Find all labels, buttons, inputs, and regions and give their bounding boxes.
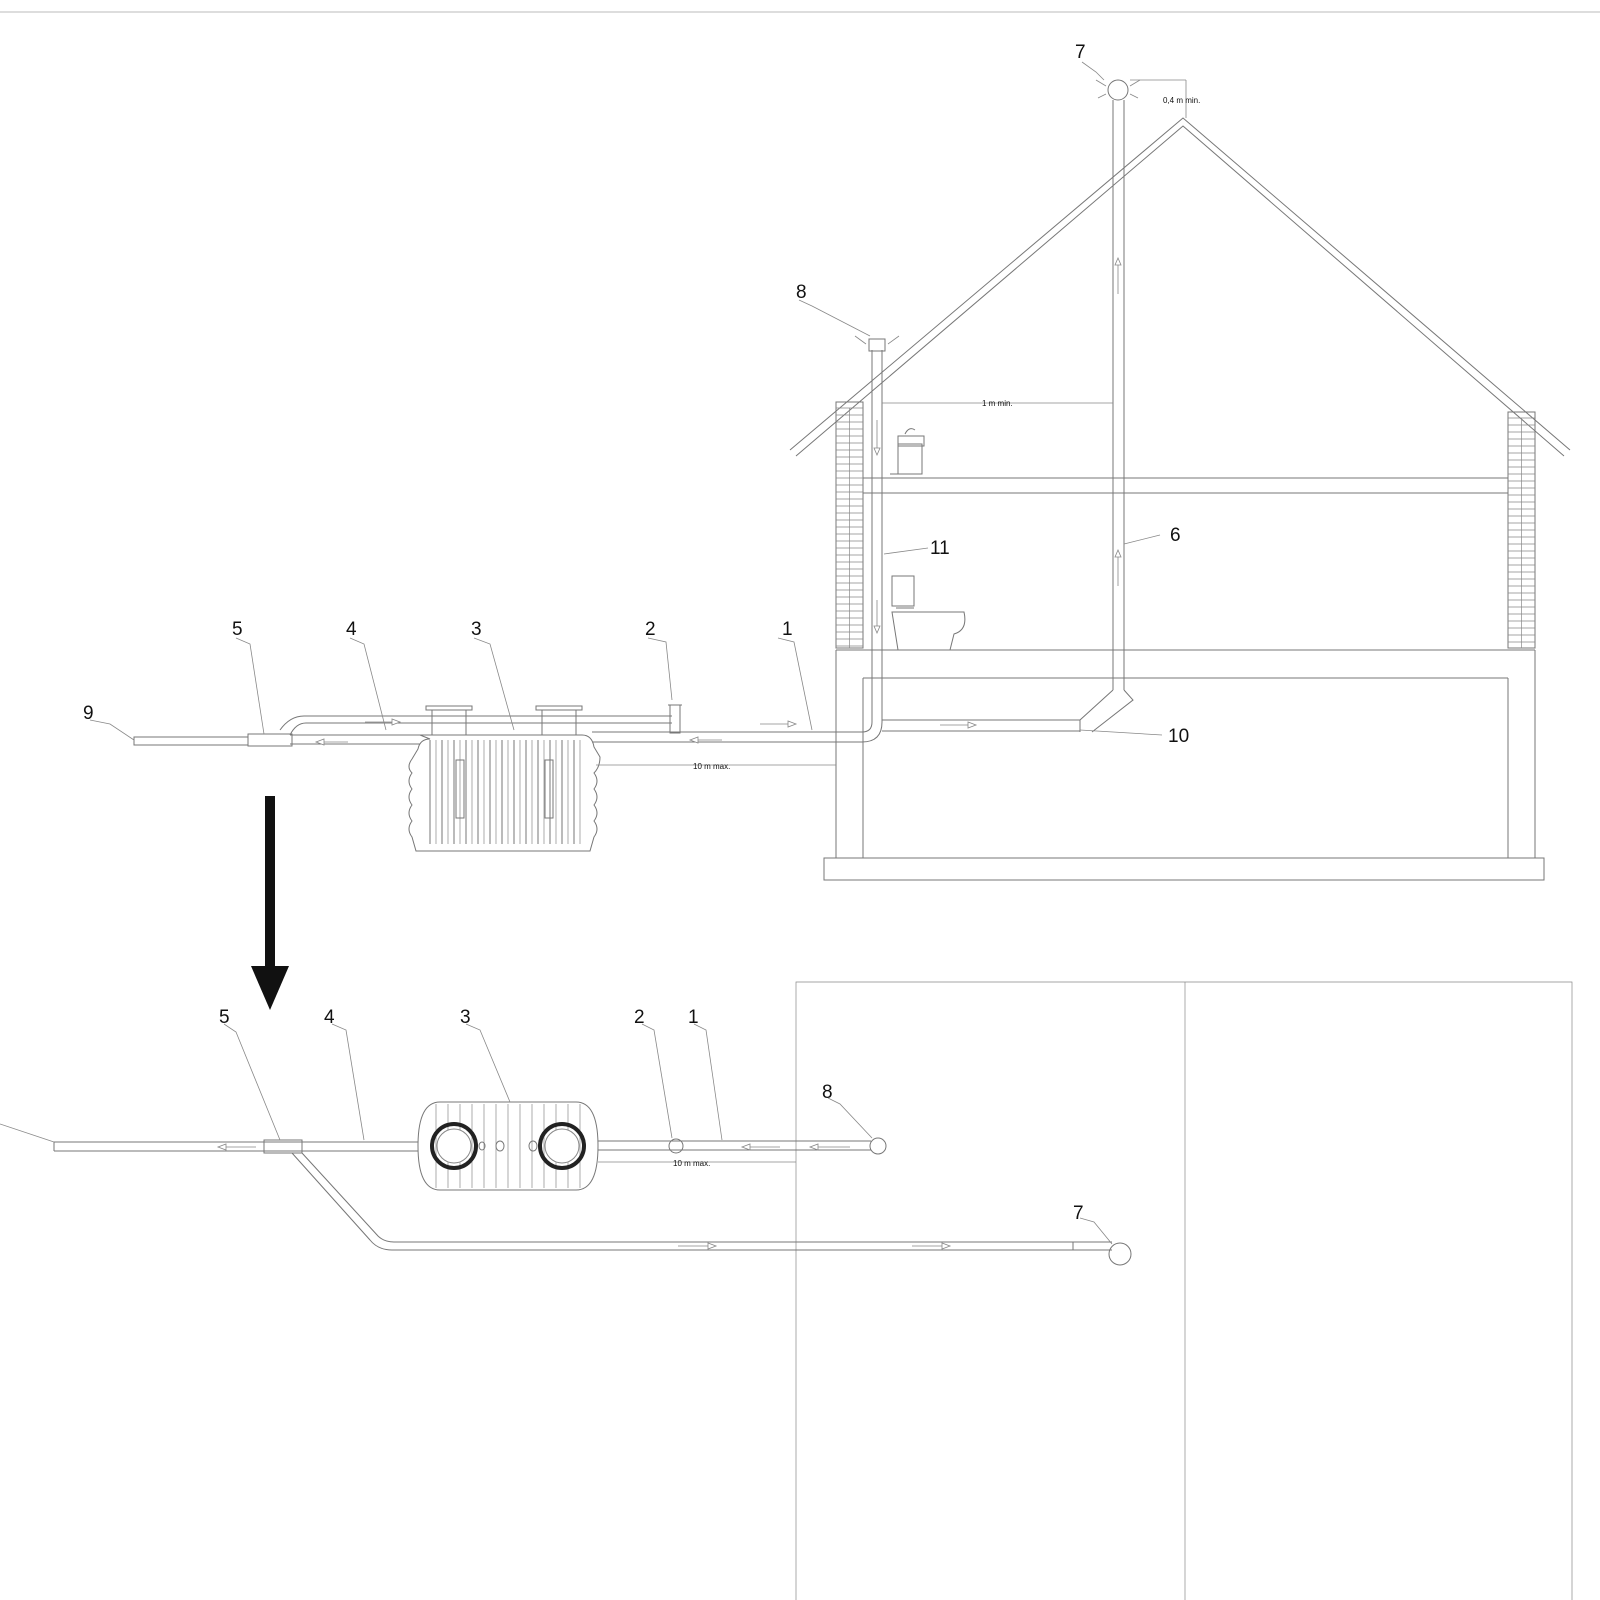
dim-tank-distance-section: 10 m max. <box>596 762 836 771</box>
flow-arrow-left <box>314 738 348 746</box>
label-3: 3 <box>471 619 482 640</box>
plan-view: 10 m max. 5 4 3 2 1 8 7 <box>0 981 1573 1600</box>
label-1: 1 <box>782 619 793 640</box>
plan-drain-pipe-1 <box>598 1137 887 1155</box>
plan-riser-2-icon <box>668 1138 684 1154</box>
dim-tank-distance-plan-text: 10 m max. <box>673 1159 710 1168</box>
label-6: 6 <box>1170 525 1181 546</box>
flow-arrow-right <box>760 720 798 728</box>
plan-label-5: 5 <box>219 1007 230 1028</box>
label-9: 9 <box>83 703 94 724</box>
plan-label-4: 4 <box>324 1007 335 1028</box>
house-floors <box>823 477 1545 881</box>
plan-label-1: 1 <box>688 1007 699 1028</box>
dim-tank-distance-section-text: 10 m max. <box>693 762 730 771</box>
vent-pipe-6 <box>1079 79 1141 733</box>
dim-vent-spacing: 1 m min. <box>882 399 1113 408</box>
house-plan-outline <box>795 981 1573 1600</box>
dim-top-clearance: 0,4 m min. <box>1130 79 1200 118</box>
section-callouts: 7 8 6 11 10 1 2 3 4 5 9 <box>83 42 1189 747</box>
label-11: 11 <box>930 538 950 559</box>
house-roof <box>789 117 1571 457</box>
plan-label-7: 7 <box>1073 1203 1084 1224</box>
flow-arrow-right <box>912 1242 952 1250</box>
flow-arrow-left <box>740 1143 780 1151</box>
plan-vent-cap-8-icon <box>869 1137 887 1155</box>
plan-label-2: 2 <box>634 1007 645 1028</box>
down-arrow-icon <box>251 796 289 1010</box>
flow-arrow-right <box>365 718 402 726</box>
septic-tank-section-3 <box>408 705 601 852</box>
label-2: 2 <box>645 619 656 640</box>
plan-callouts: 5 4 3 2 1 8 7 <box>219 1007 1113 1245</box>
dim-tank-distance-plan: 10 m max. <box>598 1159 796 1168</box>
toilet-upper-icon <box>890 428 925 475</box>
outlet-pipe-4 <box>279 715 672 746</box>
inspection-riser-2 <box>668 704 682 734</box>
plan-vent-cap-7-icon <box>1108 1242 1132 1266</box>
plan-outlet-pipe-4 <box>0 1123 418 1154</box>
septic-tank-plan-3 <box>417 1101 599 1191</box>
plan-label-8: 8 <box>822 1082 833 1103</box>
house-wall-right <box>1507 411 1536 649</box>
label-10: 10 <box>1168 726 1189 747</box>
label-5: 5 <box>232 619 243 640</box>
toilet-lower-icon <box>891 575 966 651</box>
plan-distributor-5 <box>263 1139 303 1154</box>
plan-vent-line-7 <box>291 1152 1132 1266</box>
flow-arrow-right <box>940 721 978 729</box>
flow-arrow-right <box>678 1242 718 1250</box>
flow-arrow-left <box>808 1143 850 1151</box>
dim-vent-spacing-text: 1 m min. <box>982 399 1013 408</box>
label-8: 8 <box>796 282 807 303</box>
distributor-5 <box>247 733 293 747</box>
vent-pipe-11 <box>854 335 900 722</box>
label-4: 4 <box>346 619 357 640</box>
section-view: 0,4 m min. 1 m min. <box>83 42 1571 881</box>
dim-top-clearance-text: 0,4 m min. <box>1163 96 1200 105</box>
drain-pipe-1 <box>592 719 1080 744</box>
flow-arrow-left <box>688 736 722 744</box>
label-7: 7 <box>1075 42 1086 63</box>
vent-cap-7-icon <box>1107 79 1129 101</box>
discharge-pipe-9 <box>133 736 249 746</box>
flow-arrow-left <box>216 1143 256 1151</box>
house-wall-left <box>835 401 864 649</box>
plan-label-3: 3 <box>460 1007 471 1028</box>
